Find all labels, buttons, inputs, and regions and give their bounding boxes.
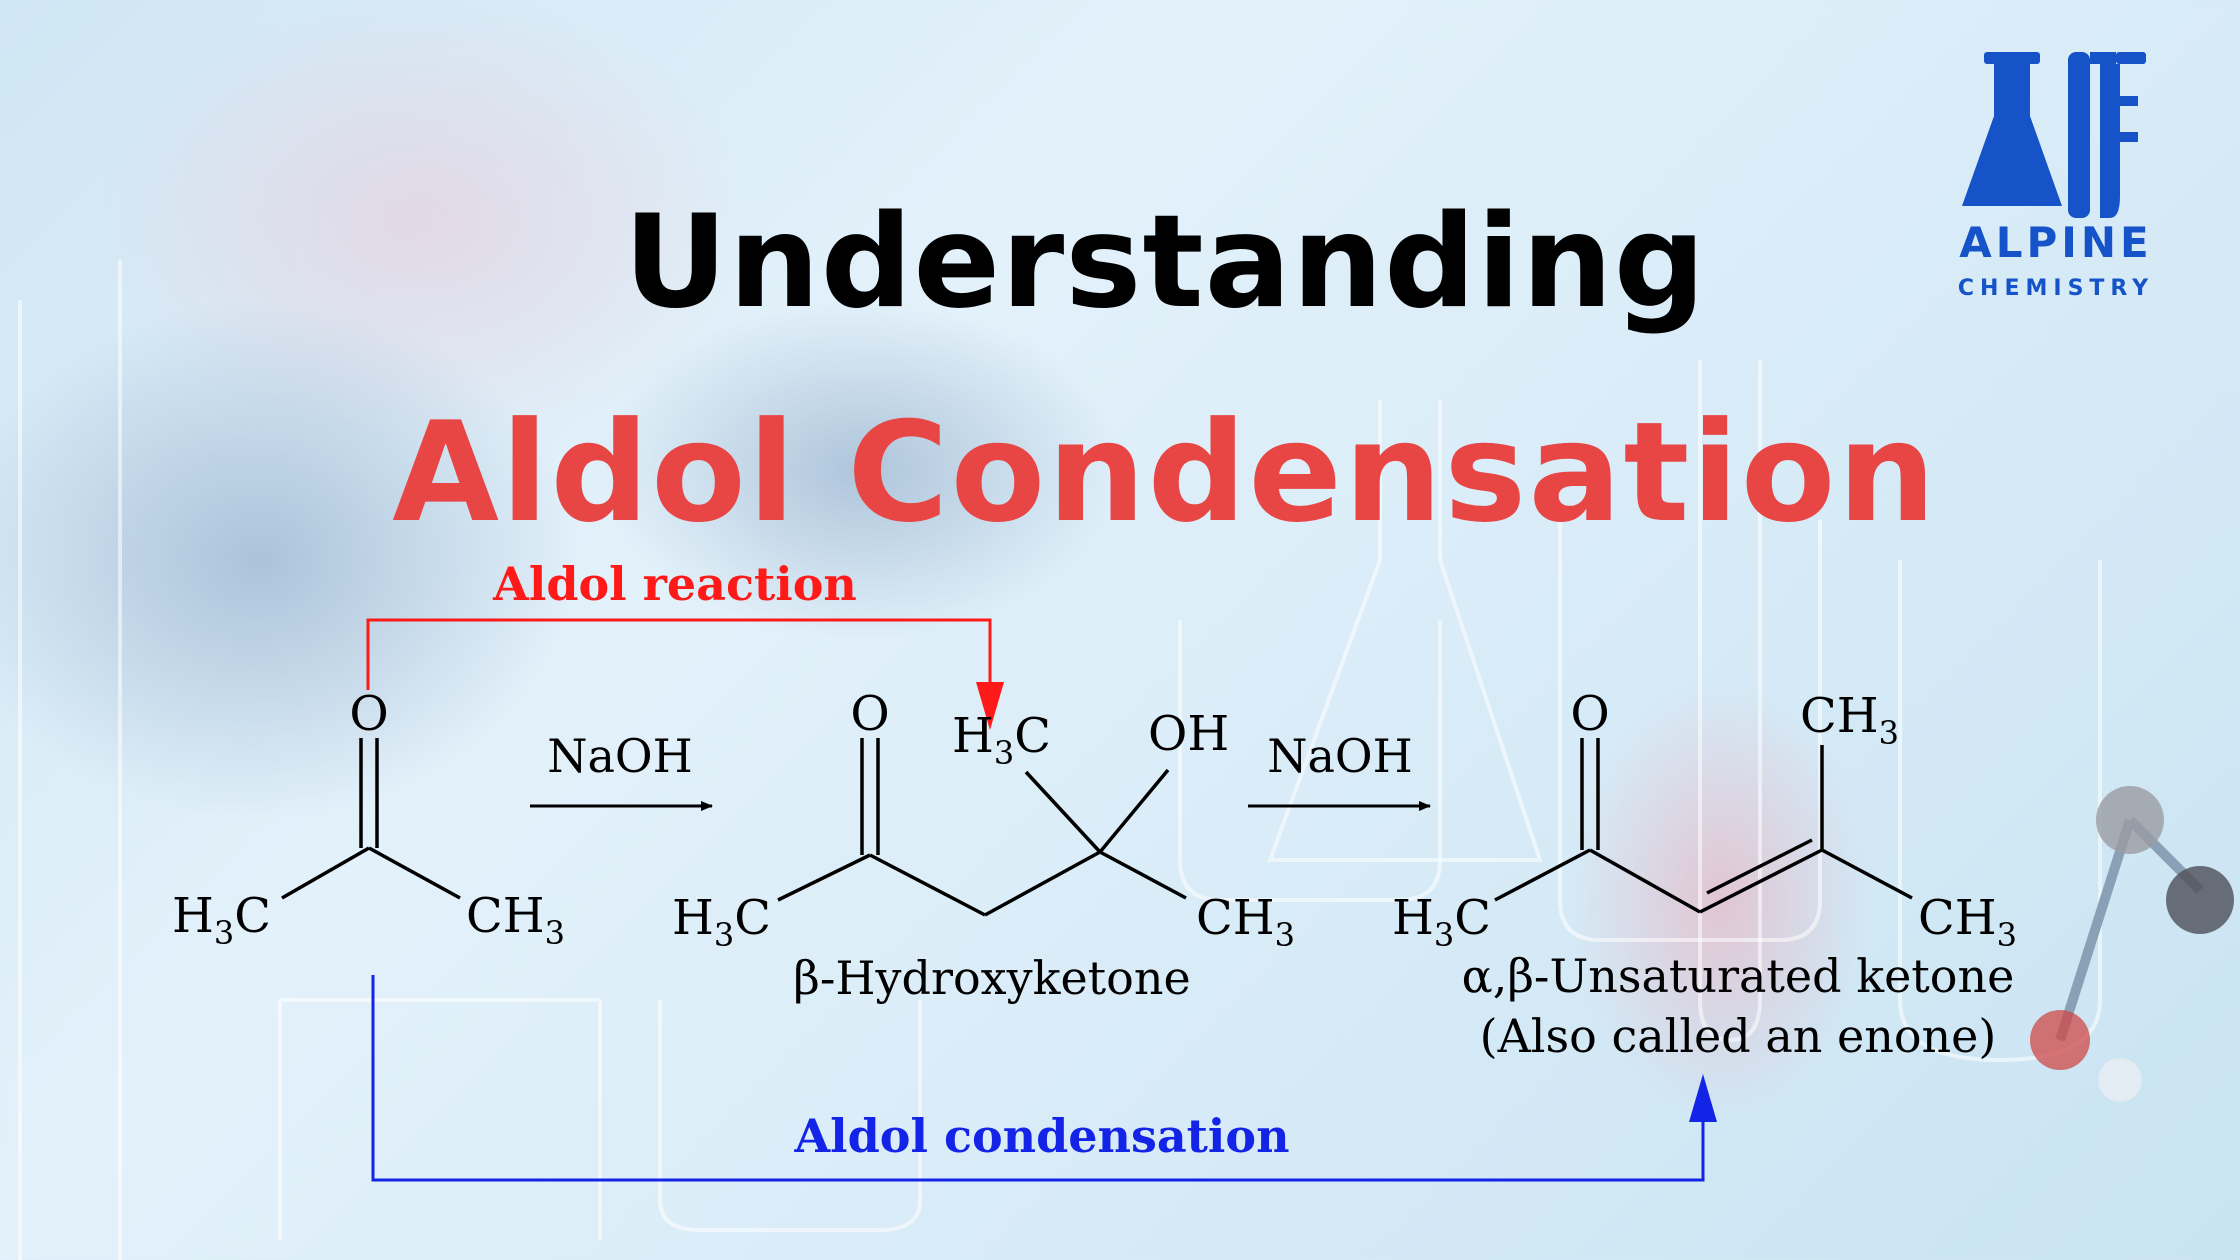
acetone-methyl-right: CH3 <box>466 888 565 952</box>
enone-methyl-left: H3C <box>1392 890 1491 954</box>
beta-hydroxyketone-structure: O OH H3C H3C CH3 β-Hydroxyketone <box>672 686 1295 1005</box>
reaction-arrow-2: NaOH <box>1248 729 1431 811</box>
logo-wordmark: ALPINE <box>1959 218 2153 267</box>
hydroxyketone-methyl-top: H3C <box>952 708 1051 772</box>
glove-blur <box>600 300 1120 640</box>
acetone-methyl-left: H3C <box>172 888 271 952</box>
hydroxyketone-methyl-left: H3C <box>672 890 771 954</box>
aldol-reaction-label: Aldol reaction <box>492 557 857 611</box>
reagent-1: NaOH <box>547 729 693 783</box>
enone-methyl-right: CH3 <box>1918 890 2017 954</box>
flask-test-tube-icon <box>1962 52 2146 218</box>
reaction-arrow-1: NaOH <box>530 729 713 811</box>
title-line-2: Aldol Condensation <box>392 392 1938 553</box>
enone-name: α,β-Unsaturated ketone <box>1462 949 2015 1003</box>
acetone-structure: O H3C CH3 <box>172 686 565 952</box>
logo-subtitle: CHEMISTRY <box>1957 276 2155 301</box>
hydroxyketone-name: β-Hydroxyketone <box>793 951 1190 1005</box>
acetone-oxygen: O <box>349 686 388 742</box>
aldol-condensation-arrow <box>371 975 1717 1182</box>
enone-oxygen: O <box>1570 686 1609 742</box>
alpine-chemistry-logo: ALPINE CHEMISTRY <box>1936 46 2176 316</box>
enone-structure: O CH3 H3C CH3 α,β-Unsaturated ketone (Al… <box>1392 686 2017 1063</box>
molecule-model <box>2030 786 2234 1102</box>
title-line-1: Understanding <box>623 188 1707 337</box>
aldol-reaction-arrow <box>366 618 1004 730</box>
glassware-outlines <box>18 260 2102 1260</box>
enone-note: (Also called an enone) <box>1480 1009 1997 1063</box>
scientist-shoulder-blur <box>0 300 580 820</box>
reagent-2: NaOH <box>1267 729 1413 783</box>
enone-methyl-top: CH3 <box>1800 688 1899 752</box>
hydroxyketone-hydroxyl: OH <box>1148 706 1229 762</box>
hydroxyketone-oxygen: O <box>850 686 889 742</box>
hydroxyketone-methyl-right: CH3 <box>1196 890 1295 954</box>
aldol-condensation-label: Aldol condensation <box>793 1109 1289 1163</box>
